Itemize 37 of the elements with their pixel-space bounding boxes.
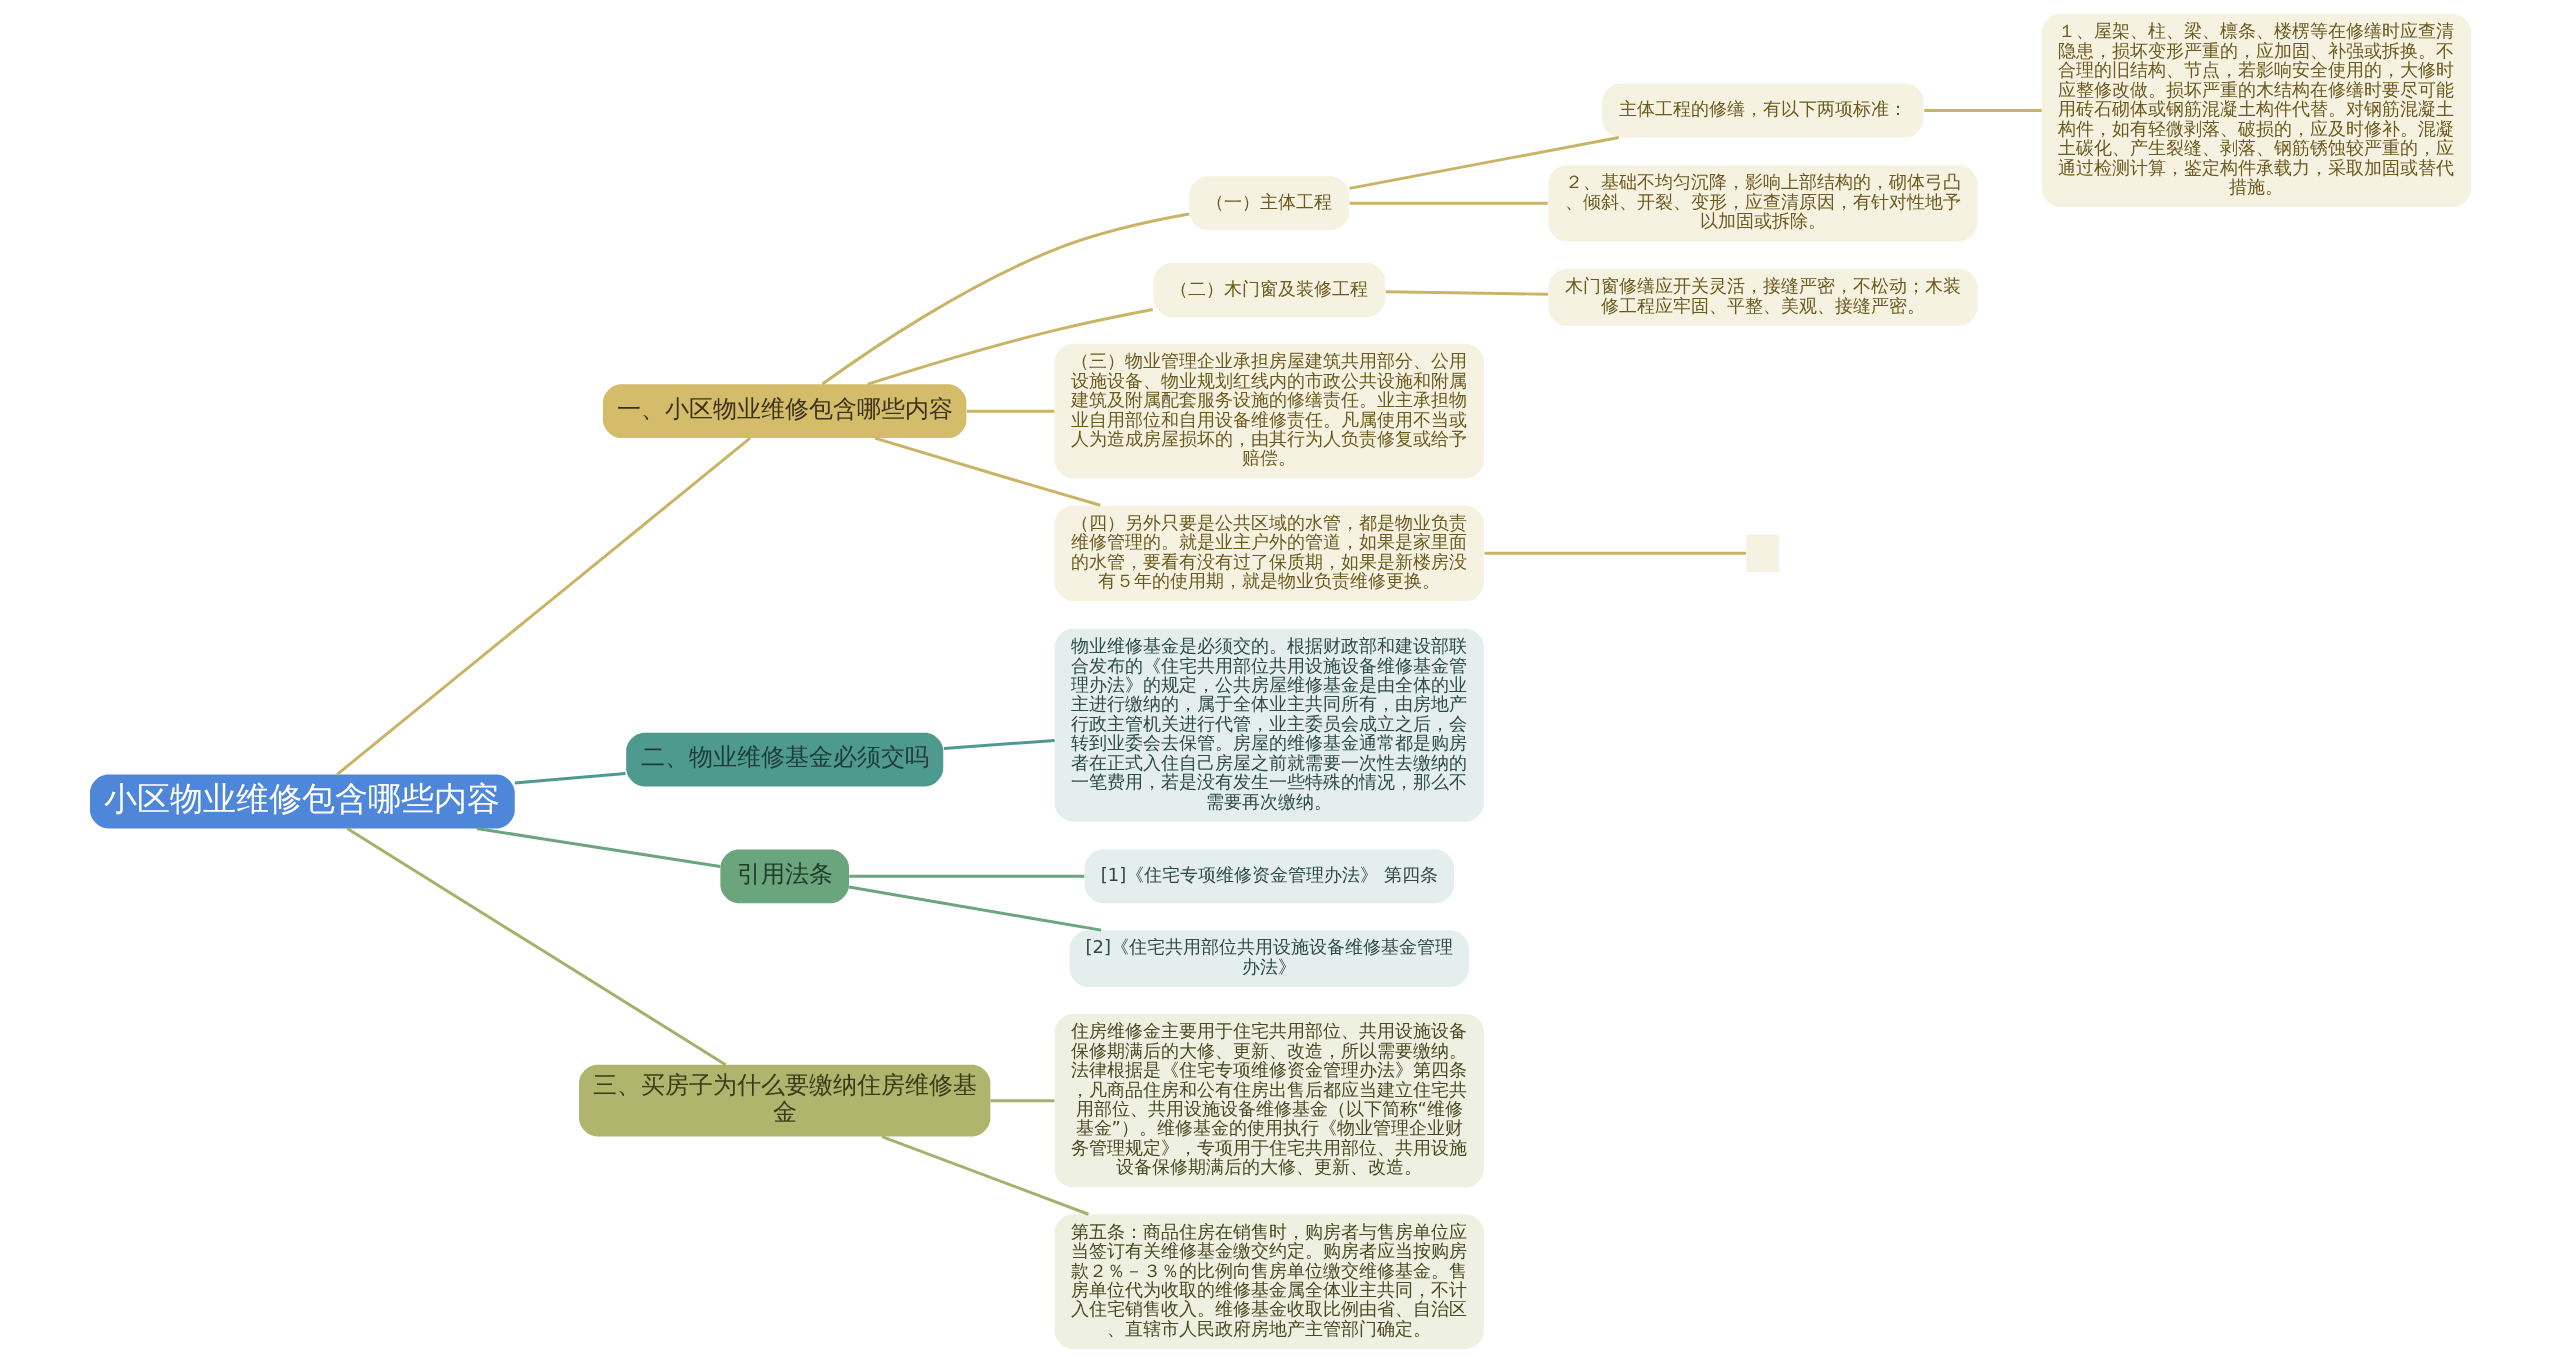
node-box: 主体工程的修缮，有以下两项标准： <box>1601 83 1924 138</box>
node-box: 物业维修基金是必须交的。根据财政部和建设部联合发布的《住宅共用部位共用设施设备维修基金管理办法》的规定，公共房屋维修基金是由全体的业主进行缴纳的，属于全体业主共同所有，由房地产行政主管机关进行代管，业主委员会成立之后，会转到业委会去保管。房屋的维修基金通常都是购房者在正式入住自己房屋之前就需要一次性去缴纳的一笔费用，若是没有发生一些特殊的情况，那么不需要再次缴纳。 <box>1054 628 1484 822</box>
node-box <box>1745 534 1779 572</box>
connector <box>335 436 751 776</box>
connector <box>866 308 1153 386</box>
node-box: 木门窗修缮应开关灵活，接缝严密，不松动；木装修工程应牢固、平整、美观、接缝严密。 <box>1547 269 1977 326</box>
connector <box>1349 201 1548 205</box>
connector <box>476 827 720 868</box>
node-box: （一）主体工程 <box>1188 176 1349 231</box>
node-box: 引用法条 <box>719 849 849 904</box>
connector <box>989 1099 1054 1103</box>
connector <box>874 436 1101 507</box>
node-box: 三、买房子为什么要缴纳住房维修基金 <box>578 1064 990 1137</box>
node-box: （三）物业管理企业承担房屋建筑共用部分、公用设施设备、物业规划红线内的市政公共设施和附属建筑及附属配套服务设施的修缮责任。业主承担物业自用部位和自用设备维修责任。凡属使用不当或人为造成房屋损坏的，由其行为人负责修复或给予赔偿。 <box>1054 343 1484 479</box>
node-box: [2]《住宅共用部位共用设施设备维修基金管理办法》 <box>1069 930 1469 987</box>
node-box: １、屋架、柱、梁、檩条、楼楞等在修缮时应查清隐患，损坏变形严重的，应加固、补强或拆换。不合理的旧结构、节点，若影响安全使用的，大修时应整修改做。损坏严重的木结构在修缮时要尽可能用砖石砌体或钢筋混凝土构件代替。对钢筋混凝土构件，如有轻微剥落、破损的，应及时修补。混凝土碳化、产生裂缝、剥落、钢筋锈蚀较严重的，应通过检测计算，鉴定构件承载力，采取加固或替代措施。 <box>2041 14 2471 207</box>
connector <box>848 885 1101 932</box>
connector <box>821 212 1189 386</box>
connector <box>943 738 1055 750</box>
node-box: 第五条：商品住房在销售时，购房者与售房单位应当签订有关维修基金缴交约定。购房者应当按购房款２％－３％的比例向售房单位缴交维修基金。售房单位代为收取的维修基金属全体业主共同，不计入住宅销售收入。维修基金收取比例由省、自治区、直辖市人民政府房地产主管部门确定。 <box>1054 1214 1484 1349</box>
connector <box>848 874 1084 878</box>
connector <box>1348 136 1619 190</box>
node-box: （二）木门窗及装修工程 <box>1152 263 1385 317</box>
node-box: 二、物业维修基金必须交吗 <box>625 732 943 787</box>
connector <box>1923 109 2042 113</box>
connector <box>880 1135 1089 1216</box>
connector <box>345 827 726 1066</box>
node-box: 一、小区物业维修包含哪些内容 <box>602 384 966 439</box>
connector <box>1484 551 1746 555</box>
node-box: 小区物业维修包含哪些内容 <box>89 774 515 829</box>
connector <box>966 409 1054 413</box>
node-box: ２、基础不均匀沉降，影响上部结构的，砌体弓凸、倾斜、开裂、变形，应查清原因，有针对性地予以加固或拆除。 <box>1547 165 1977 242</box>
connector <box>1385 290 1548 296</box>
node-box: 住房维修金主要用于住宅共用部位、共用设施设备保修期满后的大修、更新、改造，所以需要缴纳。法律根据是《住宅专项维修资金管理办法》第四条，凡商品住房和公有住房出售后都应当建立住宅共用部位、共用设施设备维修基金（以下简称“维修基金”）。维修基金的使用执行《物业管理企业财务管理规定》，专项用于住宅共用部位、共用设施设备保修期满后的大修、更新、改造。 <box>1054 1013 1484 1188</box>
connector <box>514 771 626 785</box>
node-box: （四）另外只要是公共区域的水管，都是物业负责维修管理的。就是业主户外的管道，如果是家里面的水管，要看有没有过了保质期，如果是新楼房没有５年的使用期，就是物业负责维修更换。 <box>1054 505 1484 602</box>
node-box: [1]《住宅专项维修资金管理办法》 第四条 <box>1084 849 1454 904</box>
